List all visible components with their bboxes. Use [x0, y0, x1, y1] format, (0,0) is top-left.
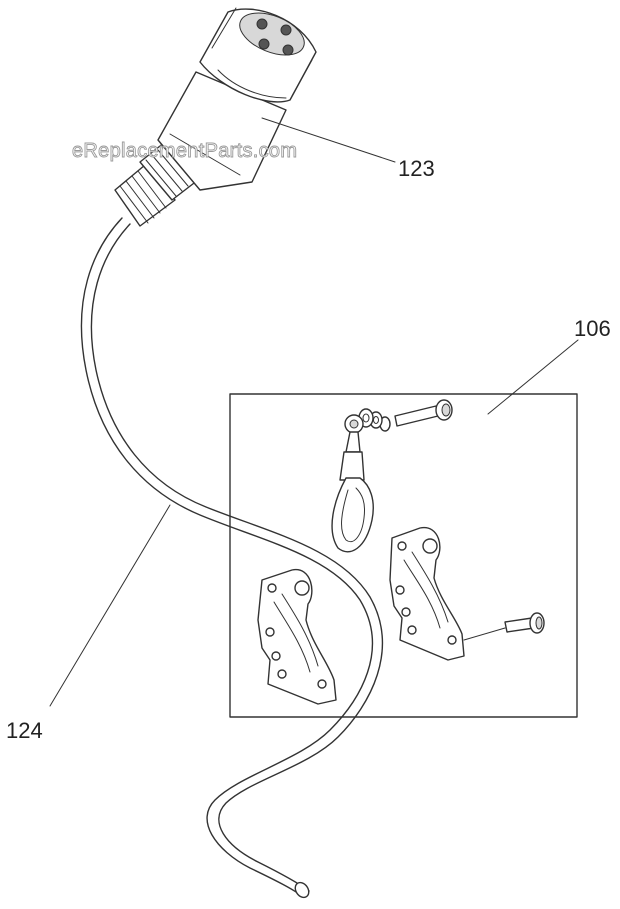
connector-face [239, 12, 305, 56]
connector-pin-1 [256, 18, 268, 30]
screw-right [463, 612, 545, 641]
cable-end [294, 881, 310, 899]
bracket-right [389, 527, 465, 661]
kit-box-106 [229, 393, 578, 718]
connector-pin-2 [280, 24, 292, 36]
ground-clip [331, 414, 374, 553]
bracket-left [257, 569, 337, 705]
connector-123 [114, 7, 317, 227]
cable-124 [80, 217, 384, 899]
connector-threaded-collar [114, 164, 176, 227]
leader-line-123 [261, 117, 396, 163]
callout-123: 123 [398, 156, 435, 181]
callout-124: 124 [6, 718, 43, 743]
watermark-text: eReplacementParts.com [72, 140, 297, 162]
connector-pin-3 [258, 38, 270, 50]
leader-line-124 [49, 504, 171, 707]
connector-pin-4 [282, 44, 294, 56]
callout-106: 106 [574, 316, 611, 341]
connector-body [157, 71, 287, 191]
screw-top [394, 399, 453, 427]
leader-line-106 [487, 339, 579, 415]
washers [358, 408, 391, 432]
